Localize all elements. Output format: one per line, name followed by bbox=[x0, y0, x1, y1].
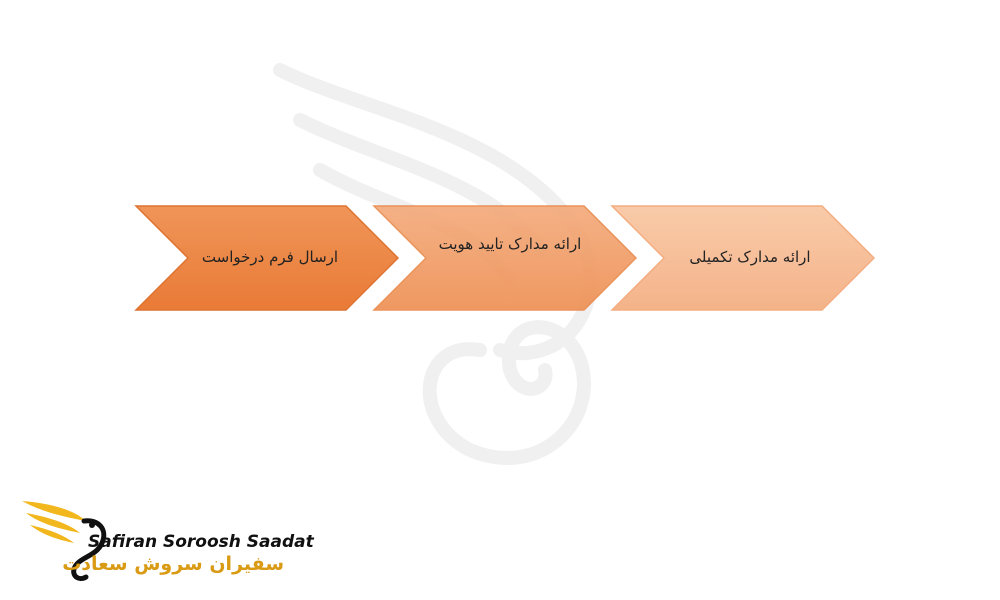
brand-name-fa: سفیران سروش سعادت bbox=[62, 553, 284, 575]
step-3-label: ارائه مدارک تکمیلی bbox=[689, 248, 811, 266]
step-2-label: ارائه مدارک تایید هویت bbox=[438, 235, 582, 253]
step-1-label: ارسال فرم درخواست bbox=[201, 248, 339, 266]
brand-name-en: Safiran Soroosh Saadat bbox=[88, 532, 314, 552]
step-3-chevron bbox=[610, 205, 876, 311]
step-2-chevron bbox=[372, 205, 638, 311]
swan-wing-logo-icon bbox=[22, 501, 107, 582]
step-1-chevron bbox=[134, 205, 400, 311]
